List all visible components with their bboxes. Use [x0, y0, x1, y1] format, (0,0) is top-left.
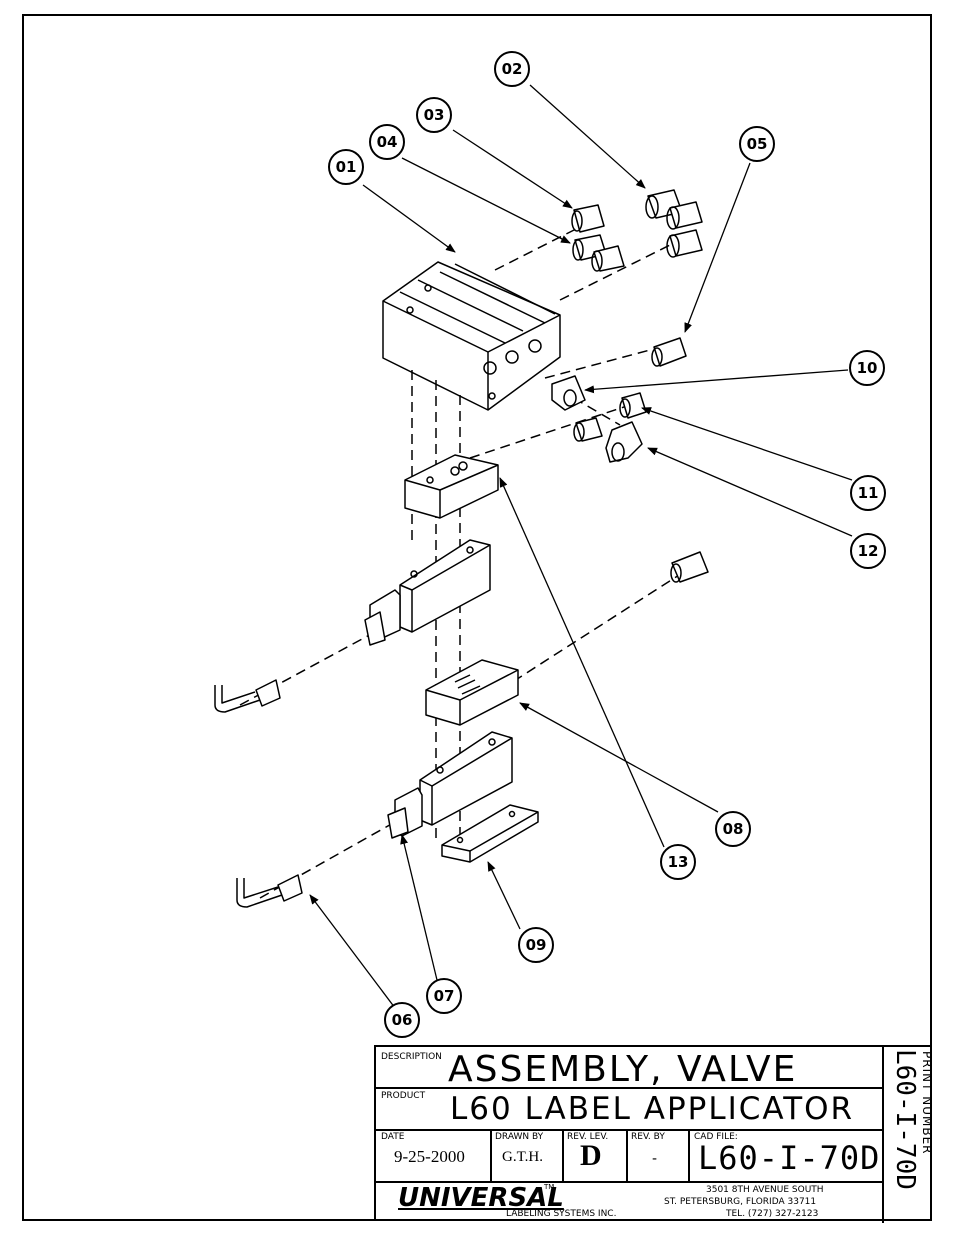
description-label: DESCRIPTION	[381, 1052, 442, 1062]
callout-01: 01	[328, 149, 364, 185]
callout-09: 09	[518, 927, 554, 963]
callout-11: 11	[850, 475, 886, 511]
date-value: 9-25-2000	[394, 1147, 465, 1166]
cad-file-label: CAD FILE:	[694, 1132, 738, 1142]
leader-lines	[309, 84, 853, 1009]
callout-13: 13	[660, 844, 696, 880]
address-line-2: ST. PETERSBURG, FLORIDA 33711	[664, 1197, 817, 1207]
solenoid-valve-upper	[364, 539, 491, 646]
fitting-08	[670, 551, 709, 583]
callout-03: 03	[416, 97, 452, 133]
callout-05: 05	[739, 126, 775, 162]
fittings-02	[645, 189, 703, 258]
title-block: DESCRIPTION ASSEMBLY, VALVE PRODUCT L60 …	[374, 1045, 934, 1223]
callout-06: 06	[384, 1002, 420, 1038]
callout-12: 12	[850, 533, 886, 569]
callout-04: 04	[369, 124, 405, 160]
manifold-block	[382, 261, 561, 411]
callout-02: 02	[494, 51, 530, 87]
drawn-by-label: DRAWN BY	[495, 1132, 544, 1142]
base-plate	[441, 804, 539, 863]
fittings-03-04	[571, 204, 625, 272]
company-logo: UNIVERSAL	[398, 1183, 564, 1213]
company-subtitle: LABELING SYSTEMS INC.	[506, 1209, 617, 1219]
company-trademark: TM	[544, 1183, 555, 1191]
solenoid-valve-lower	[387, 731, 513, 839]
sub-base-lower	[425, 659, 519, 726]
print-number-value: L60-I-70D	[890, 1049, 920, 1190]
callout-07: 07	[426, 978, 462, 1014]
fitting-05	[651, 337, 687, 367]
print-number-column: PRINT NUMBER L60-I-70D	[884, 1047, 934, 1223]
product-value: L60 LABEL APPLICATOR	[450, 1091, 855, 1127]
date-label: DATE	[381, 1132, 405, 1142]
description-value: ASSEMBLY, VALVE	[448, 1049, 798, 1090]
cable-connector-upper	[214, 679, 281, 713]
rev-by-value: -	[652, 1151, 660, 1167]
print-number-label: PRINT NUMBER	[920, 1051, 934, 1155]
rev-by-label: REV. BY	[631, 1132, 665, 1142]
sub-base-upper	[404, 454, 499, 519]
cad-file-value: L60-I-70D	[698, 1139, 881, 1177]
callout-10: 10	[849, 350, 885, 386]
phone: TEL. (727) 327-2123	[726, 1209, 819, 1219]
fittings-10-11-12	[551, 375, 647, 463]
address-line-1: 3501 8TH AVENUE SOUTH	[706, 1185, 824, 1195]
callout-08: 08	[715, 811, 751, 847]
product-label: PRODUCT	[381, 1091, 426, 1101]
rev-level-label: REV. LEV.	[567, 1132, 609, 1142]
drawn-by-value: G.T.H.	[502, 1149, 543, 1165]
cable-connector-lower	[236, 874, 303, 908]
rev-level-value: D	[580, 1139, 602, 1172]
